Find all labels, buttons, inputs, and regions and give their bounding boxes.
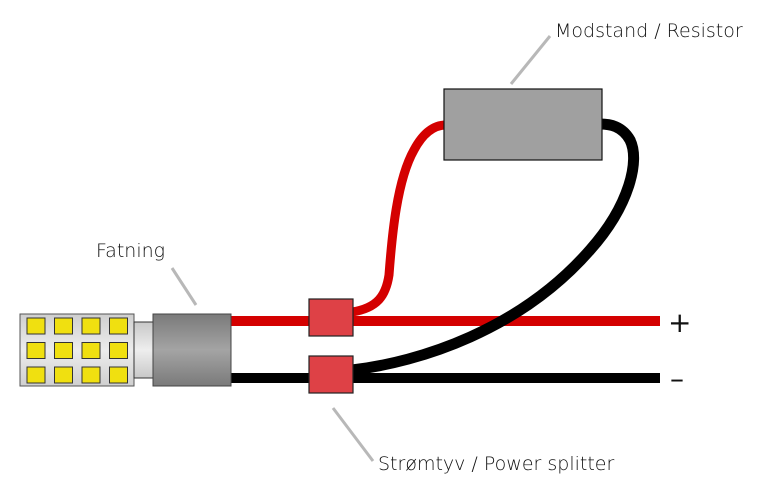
led-bulb (19, 313, 155, 387)
led-chip (54, 366, 73, 384)
socket-label: Fatning (96, 240, 165, 262)
bulb-neck (133, 321, 155, 379)
splitter-label: Strømtyv / Power splitter (378, 453, 614, 475)
led-chip (26, 366, 46, 384)
led-chip (109, 317, 128, 335)
led-chip (26, 342, 46, 359)
led-chip (81, 317, 101, 335)
positive-sign: + (668, 306, 691, 339)
socket-leader-line (170, 267, 198, 306)
led-chip-grid (26, 317, 128, 384)
led-chip (109, 342, 128, 359)
power-splitter-negative (308, 355, 354, 394)
resistor-negative-lead (351, 118, 640, 376)
splitter-leader-line (331, 407, 375, 462)
resistor-positive-lead (351, 120, 447, 317)
led-chip (81, 366, 101, 384)
led-chip (54, 342, 73, 359)
led-chip (109, 366, 128, 384)
led-chip (26, 317, 46, 335)
negative-sign: – (670, 362, 684, 395)
socket (152, 313, 232, 387)
resistor-label: Modstand / Resistor (555, 20, 743, 42)
resistor-leader-line (509, 35, 552, 85)
led-chip (54, 317, 73, 335)
led-chip (81, 342, 101, 359)
power-splitter-positive (308, 298, 354, 337)
resistor (443, 88, 603, 161)
